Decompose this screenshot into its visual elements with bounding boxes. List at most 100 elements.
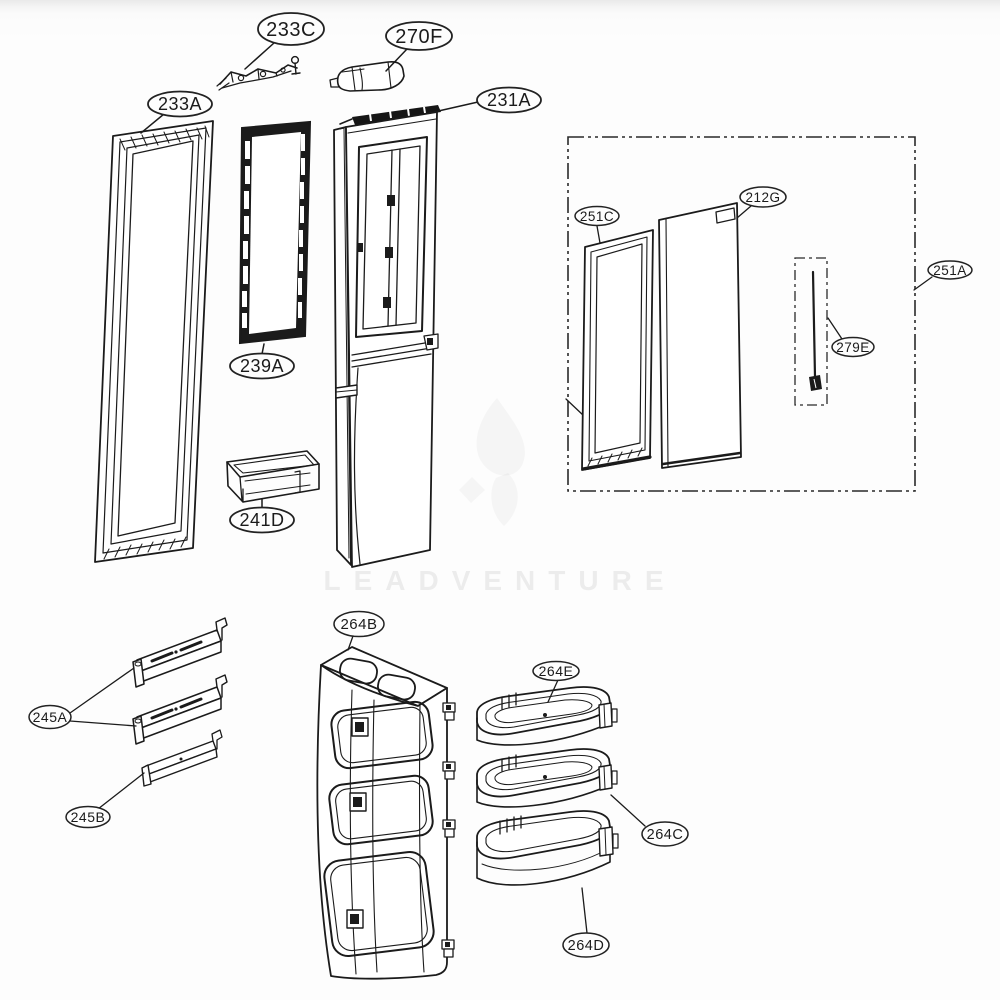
leader-line xyxy=(433,101,479,113)
watermark-logo xyxy=(459,398,525,526)
basket-rim-inner xyxy=(485,692,602,729)
window-divider xyxy=(387,148,401,327)
door-mid-sill xyxy=(351,333,439,368)
rail-dot xyxy=(179,757,183,761)
door-front-face xyxy=(345,111,438,568)
callout-label: 239A xyxy=(240,356,284,376)
liner-side-tabs xyxy=(441,702,456,958)
part-264E-basket xyxy=(476,686,618,746)
gasket-opening xyxy=(117,140,194,537)
part-264C-basket xyxy=(476,748,618,808)
liner-pocket-1 xyxy=(330,700,434,770)
gasket-ribbed-bottom xyxy=(581,455,652,471)
gasket-contour-1 xyxy=(102,127,207,554)
dashed-box xyxy=(567,136,916,492)
part-241D-bin xyxy=(226,450,320,503)
window-outer-frame xyxy=(355,136,428,338)
callout-bubble xyxy=(28,704,72,730)
callout-bubble xyxy=(562,932,610,958)
panel-outline xyxy=(658,202,742,469)
rod-foot-notch xyxy=(813,378,817,389)
callout-279E[interactable]: 279E xyxy=(827,317,875,358)
callout-label: 233A xyxy=(158,94,202,114)
callout-label: 241D xyxy=(239,510,284,530)
watermark-text: LEADVENTURE xyxy=(323,565,676,596)
liner-crease-lines xyxy=(349,689,425,975)
callout-233A[interactable]: 233A xyxy=(140,90,213,134)
callout-245B[interactable]: 245B xyxy=(65,772,145,829)
leader-line xyxy=(581,887,588,934)
bracket-detail-lines xyxy=(216,67,286,91)
callout-label: 251A xyxy=(933,263,967,278)
rail-right-hook xyxy=(215,674,228,698)
callout-label: 245A xyxy=(33,709,68,725)
callout-264E[interactable]: 264E xyxy=(532,660,580,703)
callout-233C[interactable]: 233C xyxy=(244,12,325,70)
callout-245A[interactable]: 245A xyxy=(28,667,137,730)
callout-label: 245B xyxy=(71,809,106,825)
callout-label: 270F xyxy=(395,26,443,48)
cover-outline xyxy=(336,61,405,92)
basket-ribs xyxy=(501,692,517,710)
leader-line xyxy=(610,794,646,827)
callout-label: 212G xyxy=(745,190,780,205)
callout-bubble xyxy=(385,21,453,51)
part-251C-gasket xyxy=(581,229,654,471)
liner-pocket-2 xyxy=(328,774,434,846)
callout-bubble xyxy=(574,205,620,227)
gasket-contour-2 xyxy=(110,134,200,545)
gasket-rib-ticks xyxy=(103,125,210,560)
panel-ribbed-bottom xyxy=(661,451,742,466)
leader-line xyxy=(140,113,165,134)
liner-top-cutouts xyxy=(339,657,416,701)
part-231A-door-assembly xyxy=(333,105,441,568)
bracket-underside xyxy=(221,70,292,89)
bin-rim-inner xyxy=(233,454,315,474)
basket-end-tab xyxy=(598,702,618,729)
callout-251A[interactable]: 251A xyxy=(913,260,973,291)
box-pointer-line xyxy=(565,398,585,417)
basket-floor-dot xyxy=(543,713,547,717)
part-270F-hinge-cover xyxy=(329,61,405,92)
liner-pocket-3 xyxy=(323,850,435,958)
part-233C-hinge-bracket xyxy=(216,55,301,91)
hinge-rail xyxy=(352,105,441,125)
part-245A-rail-lower xyxy=(132,674,228,745)
basket-end-tab xyxy=(598,826,619,857)
rail-slots xyxy=(134,697,203,724)
callout-212G[interactable]: 212G xyxy=(736,186,787,219)
leader-line xyxy=(385,48,408,72)
rail-right-hook xyxy=(211,729,223,750)
window-clips xyxy=(357,195,395,308)
callout-264D[interactable]: 264D xyxy=(562,887,610,958)
callout-264C[interactable]: 264C xyxy=(610,794,689,847)
callout-bubble xyxy=(147,90,213,118)
leader-line xyxy=(244,42,275,70)
callout-251C[interactable]: 251C xyxy=(574,205,620,244)
leader-line xyxy=(596,225,601,244)
callout-bubble xyxy=(65,805,111,829)
liner-body xyxy=(316,664,448,980)
callout-231A[interactable]: 231A xyxy=(433,86,542,114)
callout-241D[interactable]: 241D xyxy=(229,498,295,534)
part-239A-retainer-frame xyxy=(238,120,312,345)
leader-line xyxy=(97,772,145,810)
rod-foot xyxy=(809,375,822,391)
part-212G-door-panel xyxy=(658,202,742,469)
part-245A-rail-upper xyxy=(132,617,228,688)
callout-270F[interactable]: 270F xyxy=(385,21,453,72)
callout-bubble xyxy=(641,821,689,847)
callout-264B[interactable]: 264B xyxy=(333,610,385,651)
rail-slots xyxy=(134,640,203,667)
panel-side-edge xyxy=(665,218,669,467)
basket-front-contour xyxy=(481,849,607,871)
callout-bubble xyxy=(831,336,875,358)
frame-opening xyxy=(249,132,301,334)
callout-label: 251C xyxy=(580,209,614,224)
callout-239A[interactable]: 239A xyxy=(229,343,295,380)
callout-bubble xyxy=(257,12,325,46)
callout-label: 264D xyxy=(568,938,605,954)
leader-line xyxy=(347,635,354,651)
callout-bubble xyxy=(739,186,787,208)
